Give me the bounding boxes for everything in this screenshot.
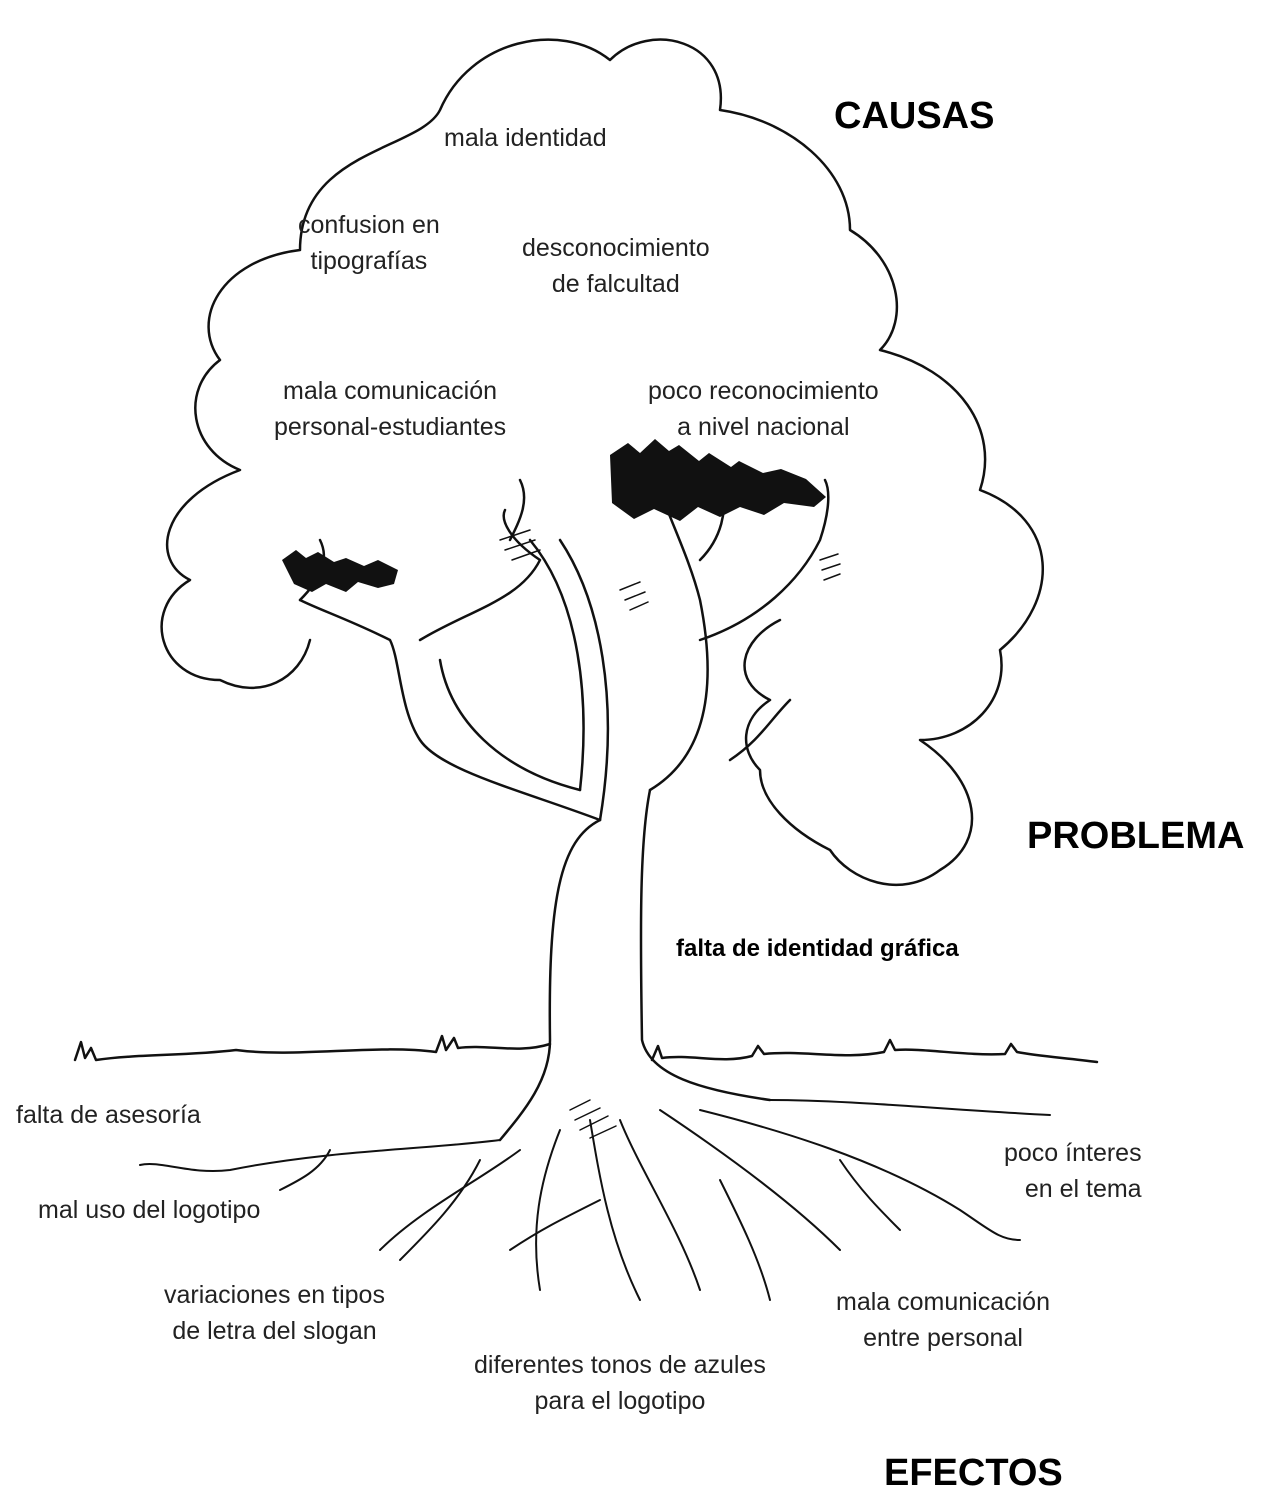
branch-mid-left (420, 510, 540, 640)
problem-header: PROBLEMA (1027, 815, 1244, 858)
effect-line: variaciones en tipos (164, 1277, 385, 1313)
cause-line: a nivel nacional (648, 409, 879, 445)
branch-mid (560, 540, 608, 820)
cause-line: desconocimiento (522, 230, 710, 266)
effect-line: poco ínteres (1004, 1135, 1142, 1171)
effect-label: falta de asesoría (16, 1097, 201, 1133)
ground-line-right (652, 1040, 1097, 1062)
effect-label: poco ínteres en el tema (1004, 1135, 1142, 1207)
trunk-hatching (500, 530, 840, 1138)
effect-line: en el tema (1004, 1171, 1142, 1207)
effect-label: mala comunicación entre personal (836, 1284, 1050, 1356)
cause-label: confusion en tipografías (298, 207, 440, 279)
cause-line: de falcultad (522, 266, 710, 302)
cause-label: desconocimiento de falcultad (522, 230, 710, 302)
canopy-outline (162, 40, 1043, 885)
effect-line: mal uso del logotipo (38, 1192, 260, 1228)
cause-line: mala identidad (444, 120, 607, 156)
branch-mid-inner (530, 540, 583, 790)
effect-label: mal uso del logotipo (38, 1192, 260, 1228)
causes-header: CAUSAS (834, 95, 994, 138)
problem-statement: falta de identidad gráfica (676, 935, 959, 963)
effect-label: variaciones en tipos de letra del slogan (164, 1277, 385, 1349)
cause-line: tipografías (298, 243, 440, 279)
roots (140, 1100, 1050, 1300)
effect-line: diferentes tonos de azules (474, 1347, 766, 1383)
cause-label: mala comunicación personal-estudiantes (274, 373, 506, 445)
effect-line: entre personal (836, 1320, 1050, 1356)
trunk-left (500, 820, 600, 1140)
cause-line: poco reconocimiento (648, 373, 879, 409)
dark-foliage (282, 439, 826, 592)
cause-label: mala identidad (444, 120, 607, 156)
effect-line: de letra del slogan (164, 1313, 385, 1349)
effect-line: para el logotipo (474, 1383, 766, 1419)
effect-line: falta de asesoría (16, 1097, 201, 1133)
cause-label: poco reconocimiento a nivel nacional (648, 373, 879, 445)
cause-line: personal-estudiantes (274, 409, 506, 445)
cause-line: confusion en (298, 207, 440, 243)
effects-header: EFECTOS (884, 1452, 1063, 1494)
effect-label: diferentes tonos de azules para el logot… (474, 1347, 766, 1419)
effect-line: mala comunicación (836, 1284, 1050, 1320)
branch-small-top (510, 480, 524, 540)
cause-line: mala comunicación (274, 373, 506, 409)
branch-left-inner (440, 660, 580, 790)
branch-left (300, 600, 600, 820)
ground-line-left (75, 1036, 550, 1060)
